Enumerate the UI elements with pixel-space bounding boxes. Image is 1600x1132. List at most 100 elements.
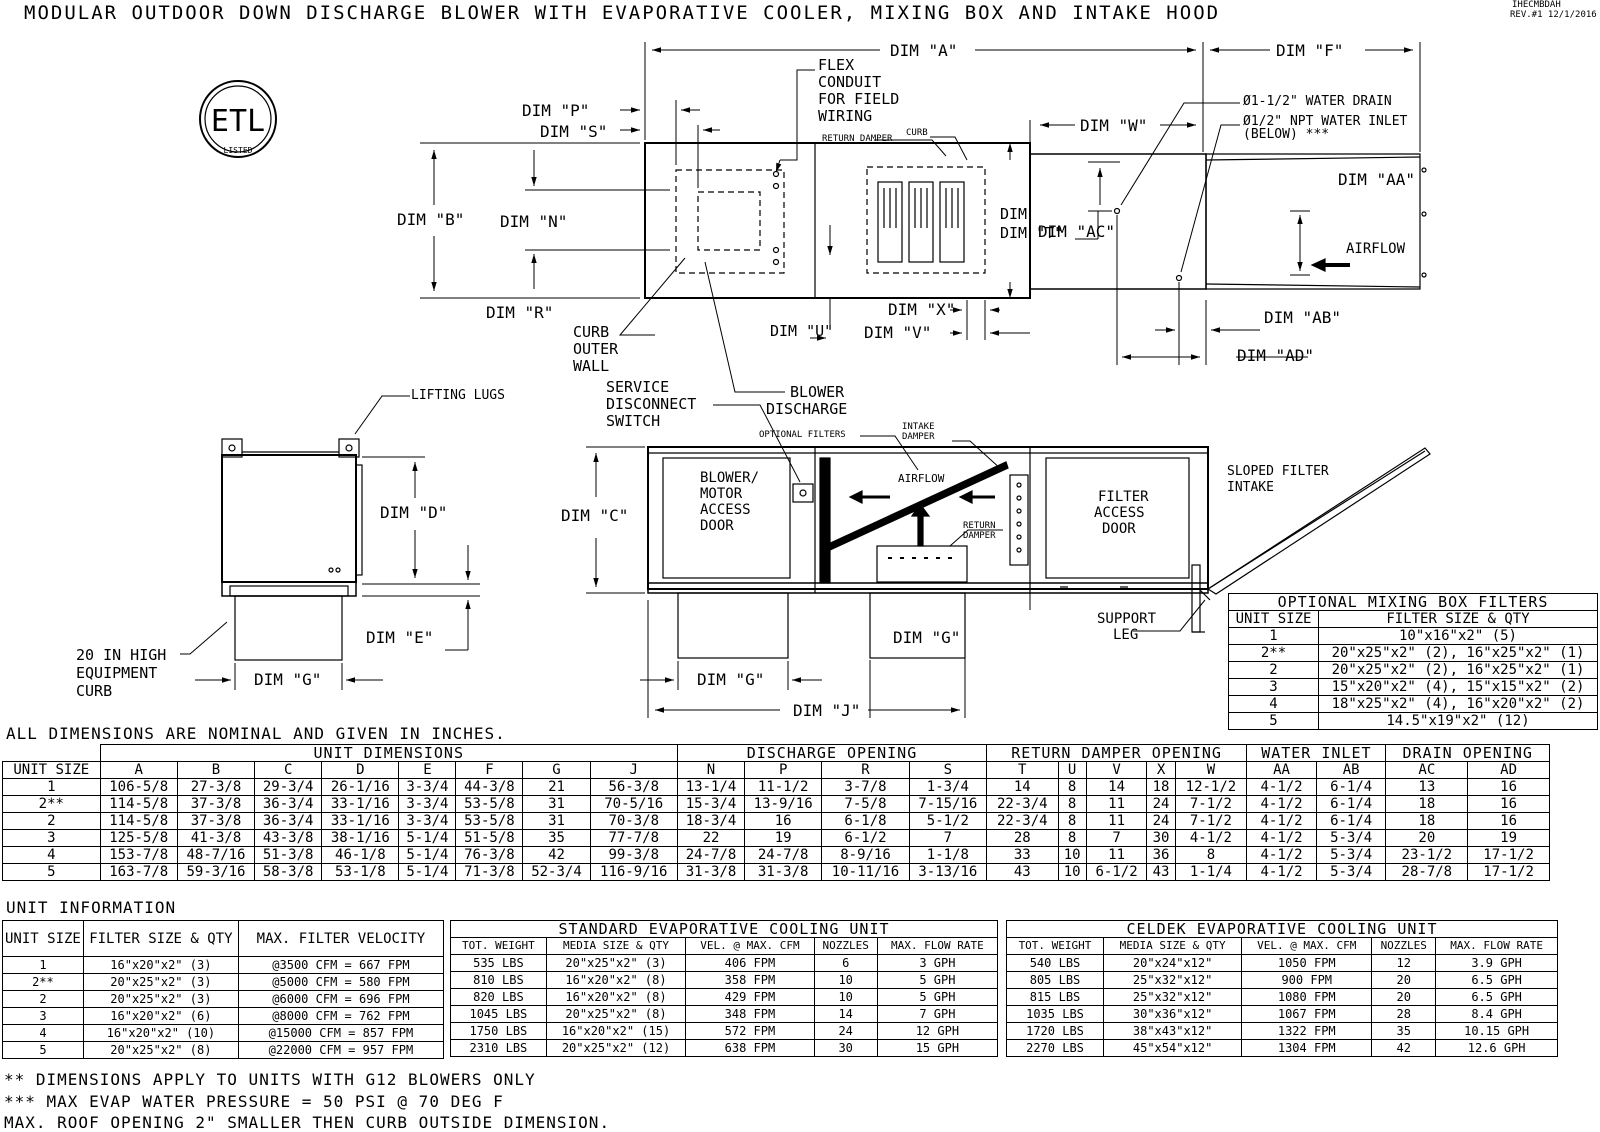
sloped-filter-1: SLOPED FILTER (1227, 464, 1329, 479)
celdek-evaporative-table: CELDEK EVAPORATIVE COOLING UNIT TOT. WEI… (1006, 920, 1558, 1057)
table-cell: 406 FPM (685, 954, 815, 972)
group-return-damper-opening: RETURN DAMPER OPENING (985, 744, 1248, 762)
table-cell: 20"x25"x2" (2), 16"x25"x2" (1) (1318, 661, 1598, 679)
table-cell: 15-3/4 (676, 795, 746, 813)
table-cell: 3-3/4 (398, 795, 457, 813)
discharge-opening (675, 169, 785, 274)
dim-w-label: DIM "W" (1080, 116, 1148, 135)
table-cell: 1750 LBS (450, 1022, 547, 1040)
dim-g-label-center: DIM "G" (893, 628, 961, 647)
table-cell: 6.5 GPH (1435, 988, 1558, 1006)
table-cell: 1035 LBS (1006, 1005, 1104, 1023)
table-cell: 45"x54"x12" (1102, 1039, 1243, 1057)
footnote-water-pressure: *** MAX EVAP WATER PRESSURE = 50 PSI @ 7… (4, 1092, 504, 1111)
table-cell: 1080 FPM (1241, 988, 1373, 1006)
table-cell: 10 (813, 988, 878, 1006)
table-cell: 25"x32"x12" (1102, 988, 1243, 1006)
dim-e-label: DIM "E" (366, 628, 434, 647)
water-inlet-label: Ø1/2" NPT WATER INLET (1243, 114, 1408, 129)
return-damper-top (866, 166, 986, 274)
table-cell: 36 (1146, 846, 1176, 864)
table-cell: 5 GPH (876, 971, 999, 989)
table-cell: 5 GPH (876, 988, 999, 1006)
curb-outer-wall-3: WALL (573, 357, 610, 375)
airflow-label-side: AIRFLOW (898, 472, 945, 485)
nominal-dimensions-note: ALL DIMENSIONS ARE NOMINAL AND GIVEN IN … (6, 724, 506, 743)
table-cell: 810 LBS (450, 971, 547, 989)
filter-access-1: FILTER (1098, 489, 1149, 505)
filter-access-2: ACCESS (1094, 505, 1145, 521)
table-cell: 2270 LBS (1006, 1039, 1104, 1057)
water-drain-label: Ø1-1/2" WATER DRAIN (1243, 94, 1392, 109)
table-cell: 3.9 GPH (1435, 954, 1558, 972)
table-cell: 59-3/16 (176, 863, 256, 881)
column-header: NOZZLES (1371, 937, 1437, 955)
table-cell: 2** (1228, 644, 1319, 662)
table-cell: 5 (2, 1041, 84, 1059)
table-cell: 14 (1085, 778, 1148, 796)
column-header: U (1057, 761, 1087, 779)
table-cell: 4-1/2 (1246, 863, 1317, 881)
table-cell: 14 (813, 1005, 878, 1023)
table-cell: 15 GPH (876, 1039, 999, 1057)
table-cell: 1-1/8 (908, 846, 987, 864)
column-header: UNIT SIZE (2, 761, 101, 779)
table-cell: 3 (1228, 678, 1319, 696)
dim-ac-label: DIM "AC" (1038, 222, 1116, 241)
standard-evap-title: STANDARD EVAPORATIVE COOLING UNIT (450, 920, 998, 938)
table-cell: 53-5/8 (455, 812, 524, 830)
table-cell: 4-1/2 (1246, 778, 1317, 796)
table-cell: 7-15/16 (908, 795, 987, 813)
table-cell: 77-7/8 (589, 829, 678, 847)
column-header: AB (1315, 761, 1387, 779)
service-disconnect-3: SWITCH (606, 412, 661, 430)
table-cell: 540 LBS (1006, 954, 1104, 972)
drawing-title: MODULAR OUTDOOR DOWN DISCHARGE BLOWER WI… (24, 2, 1221, 24)
table-cell: 5-1/4 (398, 829, 457, 847)
dim-n-label: DIM "N" (500, 212, 568, 231)
table-cell: 51-3/8 (254, 846, 323, 864)
table-cell: 22 (676, 829, 746, 847)
table-cell: 3 (2, 829, 101, 847)
column-header: V (1085, 761, 1148, 779)
table-cell: 4-1/2 (1174, 829, 1248, 847)
table-cell: 46-1/8 (321, 846, 400, 864)
table-cell: 7 (908, 829, 987, 847)
dim-b-label: DIM "B" (397, 210, 465, 229)
column-header: J (589, 761, 678, 779)
table-cell: 11 (1085, 812, 1148, 830)
column-header: D (321, 761, 400, 779)
table-cell: 5 (2, 863, 101, 881)
top-view (644, 142, 1427, 299)
mix-filter-row: 2**20"x25"x2" (2), 16"x25"x2" (1) (1228, 644, 1598, 662)
table-cell: 4 (2, 846, 101, 864)
table-cell: 25"x32"x12" (1102, 971, 1243, 989)
table-cell: 8-9/16 (821, 846, 910, 864)
water-inlet-below: (BELOW) *** (1243, 127, 1330, 142)
service-disconnect-2: DISCONNECT (606, 395, 697, 413)
table-cell: 5-3/4 (1315, 846, 1387, 864)
table-cell: 6-1/2 (1085, 863, 1148, 881)
table-cell: 7-5/8 (821, 795, 910, 813)
table-cell: 7-1/2 (1174, 795, 1248, 813)
mix-header-filter: FILTER SIZE & QTY (1318, 610, 1598, 628)
table-cell: 10"x16"x2" (5) (1318, 627, 1598, 645)
table-cell: 106-5/8 (99, 778, 178, 796)
table-cell: 8 (1057, 795, 1087, 813)
table-cell: 10.15 GPH (1435, 1022, 1558, 1040)
intake-damper-1: INTAKE (902, 422, 935, 432)
table-cell: @8000 CFM = 762 FPM (237, 1007, 445, 1025)
logo-sub: LISTED (224, 146, 253, 155)
table-cell: 33 (985, 846, 1059, 864)
table-cell: 71-3/8 (455, 863, 524, 881)
group-discharge-opening: DISCHARGE OPENING (676, 744, 987, 762)
